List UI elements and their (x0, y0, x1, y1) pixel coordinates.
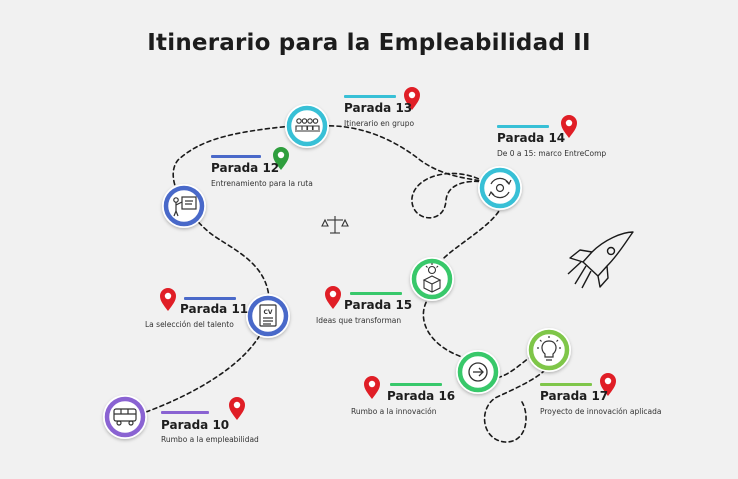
presentation-icon (173, 196, 197, 217)
stop-description-p16: Rumbo a la innovación (351, 407, 437, 416)
cycle-icon (488, 177, 512, 199)
cv-icon: CV (259, 304, 277, 327)
stop-node-p10 (103, 395, 147, 439)
stop-title-p11: Parada 11 (180, 302, 249, 316)
stop-description-p10: Rumbo a la empleabilidad (161, 435, 259, 444)
route-path (145, 125, 546, 443)
stop-accent-bar (497, 125, 549, 128)
stop-accent-bar (350, 292, 402, 295)
stop-node-p12 (162, 184, 206, 228)
location-pin-icon (229, 397, 245, 420)
balance-scale-icon (321, 216, 349, 234)
stop-node-p11 (246, 294, 290, 338)
stop-accent-bar (390, 383, 442, 386)
stop-title-p16: Parada 16 (387, 389, 456, 403)
stop-title-p14: Parada 14 (497, 131, 566, 145)
stop-title-p15: Parada 15 (344, 298, 413, 312)
stop-node-p17 (527, 328, 571, 372)
rocket-icon (567, 231, 634, 289)
stop-title-p10: Parada 10 (161, 418, 230, 432)
stop-node-p14 (478, 166, 522, 210)
idea-box-icon (422, 263, 442, 293)
stop-description-p15: Ideas que transforman (316, 316, 402, 325)
stop-accent-bar (161, 411, 209, 414)
stop-accent-bar (211, 155, 261, 158)
stop-accent-bar (540, 383, 592, 386)
location-pin-icon (160, 288, 176, 311)
stop-description-p13: Itinerario en grupo (344, 119, 415, 128)
group-icon (295, 118, 320, 132)
arrow-right-icon (468, 362, 488, 382)
location-pin-icon (364, 376, 380, 399)
stop-title-p13: Parada 13 (344, 101, 413, 115)
stop-description-p11: La selección del talento (145, 320, 234, 329)
bus-icon (113, 408, 137, 426)
stop-node-p15 (410, 257, 454, 301)
stop-accent-bar (344, 95, 396, 98)
stop-title-p12: Parada 12 (211, 161, 280, 175)
stop-accent-bar (184, 297, 236, 300)
stop-title-p17: Parada 17 (540, 389, 609, 403)
page-title: Itinerario para la Empleabilidad II (147, 30, 591, 56)
lightbulb-icon (537, 336, 561, 361)
location-pin-icon (325, 286, 341, 309)
svg-text:CV: CV (263, 309, 272, 316)
stop-description-p12: Entrenamiento para la ruta (211, 179, 313, 188)
stop-description-p17: Proyecto de innovación aplicada (540, 407, 662, 416)
stop-description-p14: De 0 a 15: marco EntreComp (497, 149, 607, 158)
